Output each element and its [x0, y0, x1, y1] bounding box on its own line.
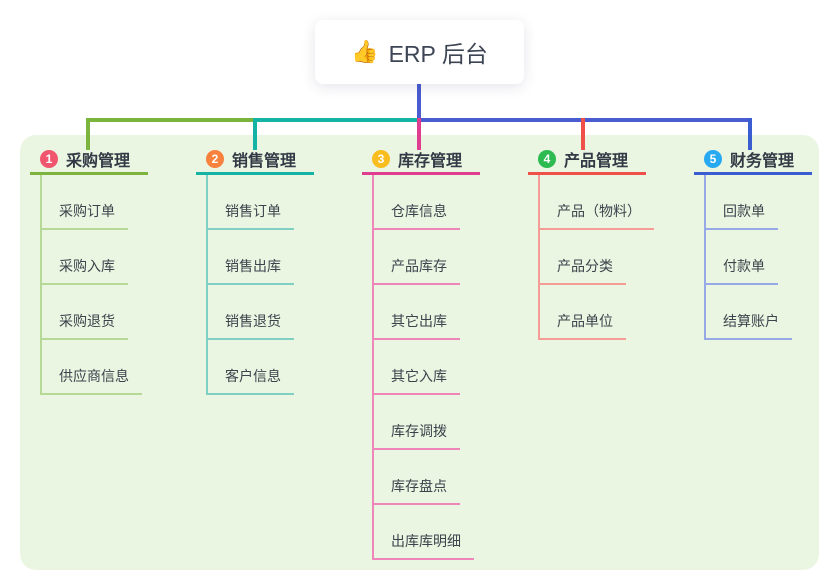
child-node[interactable]: 产品库存: [374, 230, 460, 285]
child-node-label: 客户信息: [225, 368, 281, 384]
child-node[interactable]: 结算账户: [706, 285, 792, 340]
branch-column-4: 4 产品管理产品（物料） 产品分类产品单位: [528, 146, 658, 340]
child-node-label: 产品单位: [557, 313, 613, 329]
child-node[interactable]: 采购退货: [42, 285, 128, 340]
branch-node-1[interactable]: 1 采购管理: [30, 146, 148, 175]
child-node[interactable]: 仓库信息: [374, 175, 460, 230]
root-node-label: ERP 后台: [388, 41, 488, 67]
connector-root-stem: [417, 84, 421, 120]
child-node[interactable]: 付款单: [706, 230, 778, 285]
child-node-label: 付款单: [723, 258, 765, 274]
child-node[interactable]: 其它入库: [374, 340, 460, 395]
branch-number-badge: 5: [704, 150, 722, 168]
child-node[interactable]: 库存调拨: [374, 395, 460, 450]
branch-label: 产品管理: [564, 153, 629, 170]
child-node-label: 其它出库: [391, 313, 447, 329]
child-node-label: 回款单: [723, 203, 765, 219]
branch-number-badge: 2: [206, 150, 224, 168]
child-node[interactable]: 客户信息: [208, 340, 294, 395]
child-node-label: 供应商信息: [59, 368, 129, 384]
child-node[interactable]: 采购入库: [42, 230, 128, 285]
connector-drop-branch-5: [748, 118, 752, 150]
thumbs-up-icon: 👍: [351, 39, 379, 64]
branch-column-5: 5 财务管理回款单付款单结算账户: [694, 146, 824, 340]
branch-number-badge: 1: [40, 150, 58, 168]
child-node-label: 仓库信息: [391, 203, 447, 219]
child-node-label: 采购退货: [59, 313, 115, 329]
branch-children-list: 销售订单销售出库销售退货客户信息: [206, 175, 326, 395]
child-node-label: 库存调拨: [391, 423, 447, 439]
child-node[interactable]: 销售退货: [208, 285, 294, 340]
branch-column-3: 3 库存管理仓库信息产品库存其它出库其它入库库存调拨库存盘点出库库明细: [362, 146, 492, 560]
branch-children-list: 仓库信息产品库存其它出库其它入库库存调拨库存盘点出库库明细: [372, 175, 492, 560]
child-node-label: 库存盘点: [391, 478, 447, 494]
child-node-label: 结算账户: [723, 313, 779, 329]
branch-node-2[interactable]: 2 销售管理: [196, 146, 314, 175]
branch-column-1: 1 采购管理采购订单采购入库采购退货供应商信息: [30, 146, 160, 395]
branch-children-list: 采购订单采购入库采购退货供应商信息: [40, 175, 160, 395]
child-node[interactable]: 产品分类: [540, 230, 626, 285]
child-node-label: 采购订单: [59, 203, 115, 219]
child-node[interactable]: 供应商信息: [42, 340, 142, 395]
child-node-label: 销售出库: [225, 258, 281, 274]
branch-label: 库存管理: [398, 153, 463, 170]
branch-node-3[interactable]: 3 库存管理: [362, 146, 480, 175]
connector-drop-branch-1: [86, 118, 90, 150]
branch-number-badge: 3: [372, 150, 390, 168]
child-node[interactable]: 回款单: [706, 175, 778, 230]
child-node[interactable]: 库存盘点: [374, 450, 460, 505]
child-node[interactable]: 采购订单: [42, 175, 128, 230]
branch-number-badge: 4: [538, 150, 556, 168]
branch-label: 销售管理: [232, 153, 297, 170]
root-node[interactable]: 👍 ERP 后台: [315, 20, 524, 84]
branch-label: 财务管理: [730, 153, 795, 170]
branch-node-5[interactable]: 5 财务管理: [694, 146, 812, 175]
child-node-label: 销售订单: [225, 203, 281, 219]
child-node-label: 采购入库: [59, 258, 115, 274]
connector-rail-left: [86, 118, 257, 122]
branches-panel: [20, 135, 819, 570]
child-node-label: 产品库存: [391, 258, 447, 274]
child-node[interactable]: 销售订单: [208, 175, 294, 230]
child-node-label: 产品（物料）: [557, 203, 641, 219]
connector-drop-branch-3: [417, 118, 421, 150]
child-node[interactable]: 销售出库: [208, 230, 294, 285]
connector-rail-middle: [257, 118, 419, 122]
child-node-label: 销售退货: [225, 313, 281, 329]
child-node-label: 产品分类: [557, 258, 613, 274]
child-node[interactable]: 其它出库: [374, 285, 460, 340]
connector-drop-branch-2: [253, 118, 257, 150]
child-node-label: 出库库明细: [391, 533, 461, 549]
connector-rail-right: [419, 118, 752, 122]
branch-label: 采购管理: [66, 153, 131, 170]
branch-children-list: 回款单付款单结算账户: [704, 175, 824, 340]
child-node-label: 其它入库: [391, 368, 447, 384]
branch-column-2: 2 销售管理销售订单销售出库销售退货客户信息: [196, 146, 326, 395]
connector-drop-branch-4: [581, 118, 585, 150]
child-node[interactable]: 产品单位: [540, 285, 626, 340]
child-node[interactable]: 出库库明细: [374, 505, 474, 560]
branch-children-list: 产品（物料） 产品分类产品单位: [538, 175, 658, 340]
branch-node-4[interactable]: 4 产品管理: [528, 146, 646, 175]
child-node[interactable]: 产品（物料）: [540, 175, 654, 230]
